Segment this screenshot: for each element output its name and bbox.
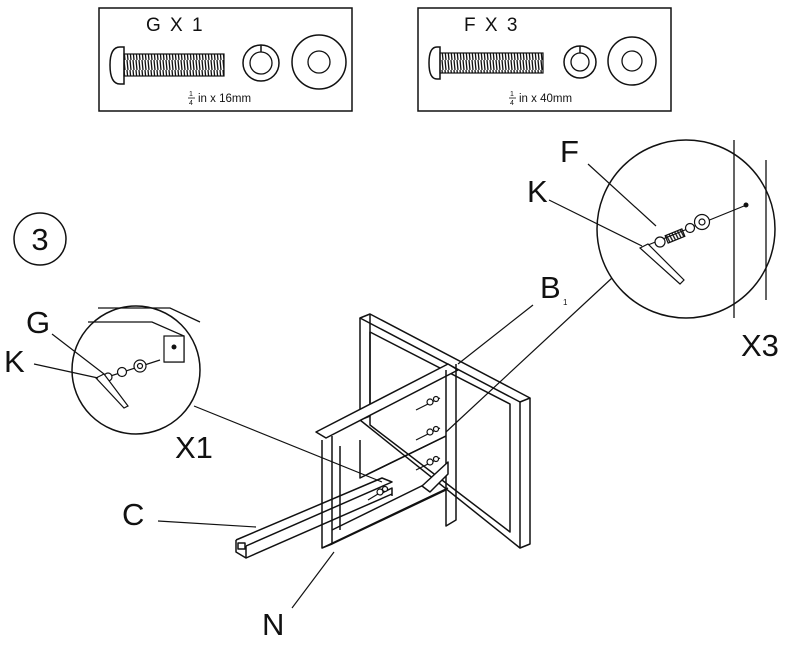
- detail-circle-left: [71, 305, 201, 435]
- svg-text:3: 3: [31, 222, 48, 257]
- label-b-sub: 1: [563, 298, 568, 307]
- hardware-box-f: F X 3 1 4 in x 40mm: [417, 7, 672, 112]
- hardware-g-size: 1 4 in x 16mm: [188, 91, 251, 107]
- frame-bolt-1: [415, 395, 441, 411]
- detail-circle-right: [596, 139, 776, 319]
- step-number-badge: 3: [13, 212, 67, 266]
- label-k-left: K: [4, 344, 25, 379]
- detail-right-bolt-icon: [647, 205, 745, 248]
- lock-washer-f-icon: [563, 45, 597, 79]
- frame-bolts: [367, 395, 441, 501]
- label-n: N: [262, 607, 284, 642]
- svg-text:1: 1: [189, 91, 193, 98]
- flat-washer-g-icon: [291, 34, 347, 90]
- svg-text:4: 4: [510, 100, 514, 107]
- bolt-f-icon: [428, 46, 544, 80]
- hardware-g-code: G X 1: [146, 15, 205, 36]
- leader-lines: [33, 163, 657, 609]
- label-f: F: [560, 134, 579, 169]
- label-x1: X1: [175, 430, 213, 465]
- hardware-box-g: G X 1 1 4 in x 16mm: [98, 7, 353, 112]
- label-g: G: [26, 305, 50, 340]
- frame-bolt-2: [415, 425, 441, 441]
- flat-washer-f-icon: [607, 36, 657, 86]
- hardware-f-size: 1 4 in x 40mm: [509, 91, 572, 107]
- frame-bolt-4: [367, 485, 389, 501]
- table-frame: [235, 313, 531, 559]
- label-c: C: [122, 497, 144, 532]
- svg-text:4: 4: [189, 100, 193, 107]
- label-b: B: [540, 270, 561, 305]
- lock-washer-g-icon: [242, 44, 280, 82]
- allen-key-left-icon: [95, 373, 129, 409]
- label-k-right: K: [527, 174, 548, 209]
- svg-text:in x 40mm: in x 40mm: [519, 93, 572, 105]
- svg-text:1: 1: [510, 91, 514, 98]
- svg-text:in x 16mm: in x 16mm: [198, 93, 251, 105]
- label-x3: X3: [741, 328, 779, 363]
- hardware-f-code: F X 3: [464, 15, 519, 36]
- frame-bolt-3: [415, 455, 441, 471]
- allen-key-right-icon: [638, 243, 685, 285]
- part-labels: F K X3 B 1 G K X1 C N: [4, 134, 779, 642]
- bolt-g-icon: [109, 46, 225, 85]
